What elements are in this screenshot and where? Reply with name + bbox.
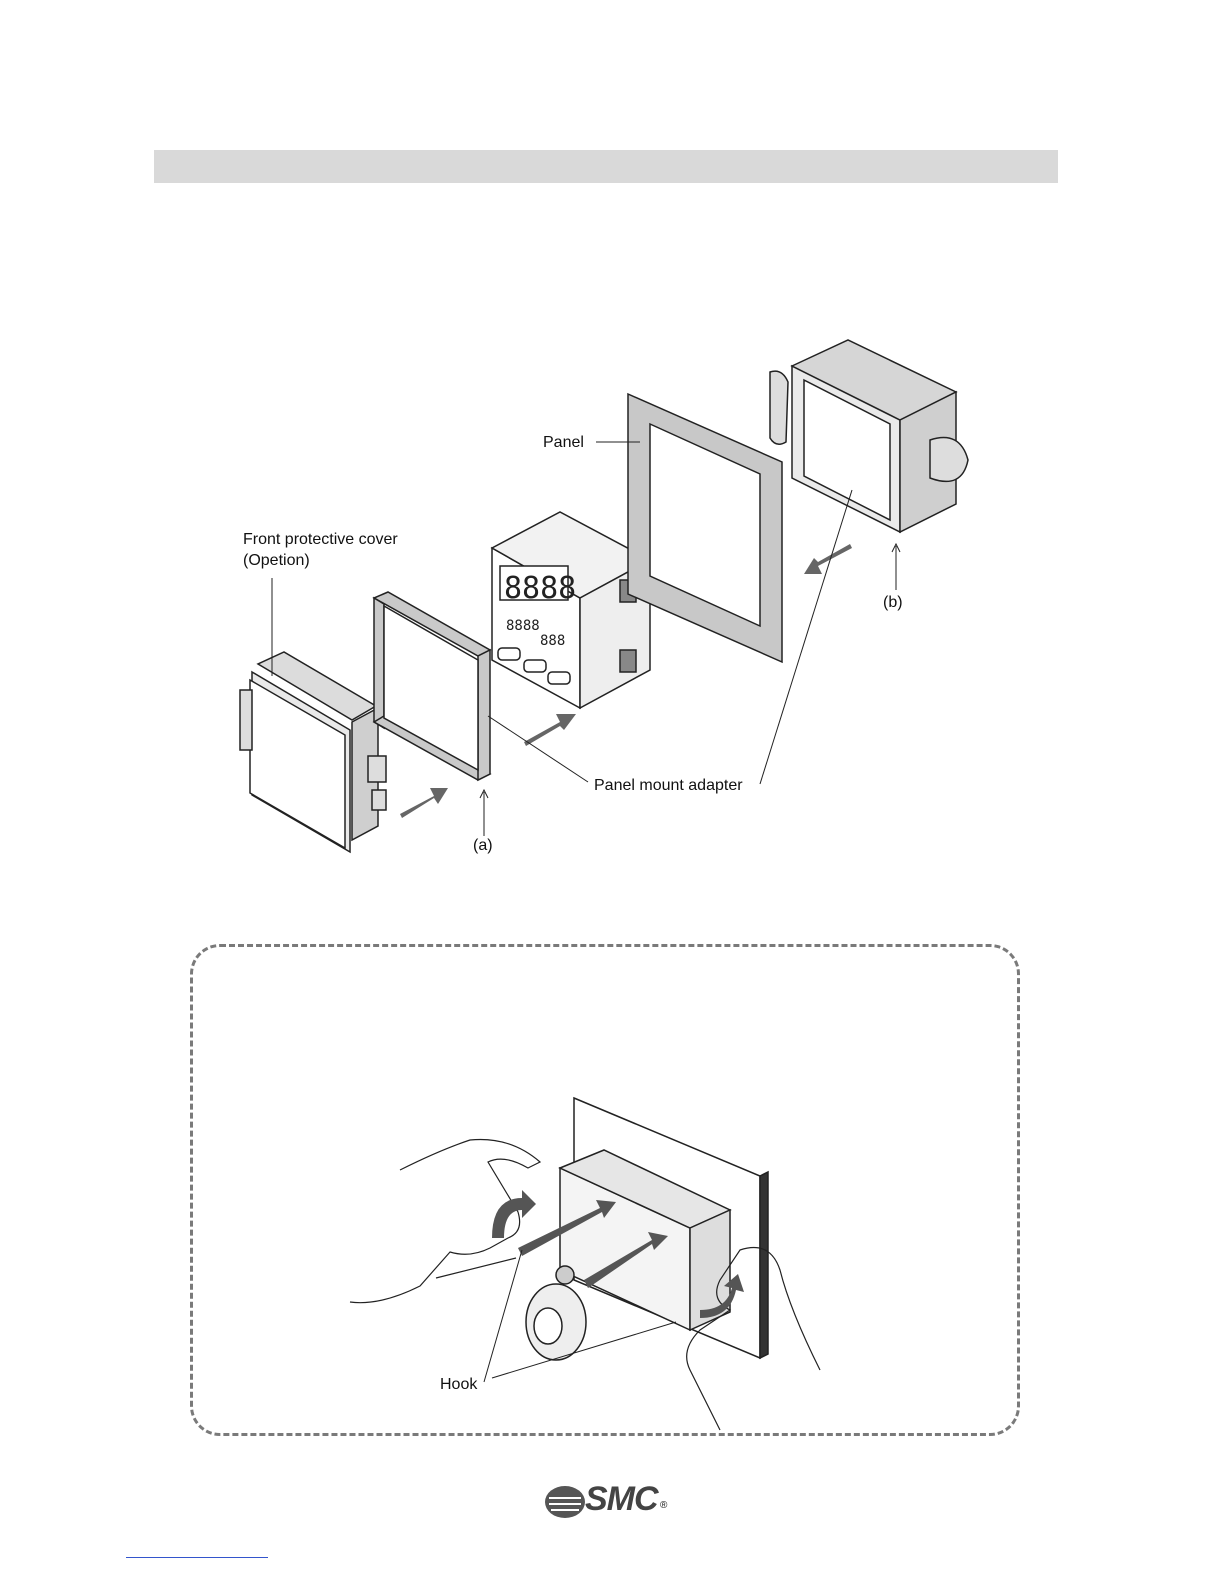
footer-link-underline [126, 1557, 268, 1558]
removal-diagram [0, 0, 1224, 1500]
smc-logo-text: SMC [585, 1480, 658, 1519]
registered-mark: ® [660, 1500, 667, 1512]
label-hook: Hook [440, 1376, 477, 1394]
